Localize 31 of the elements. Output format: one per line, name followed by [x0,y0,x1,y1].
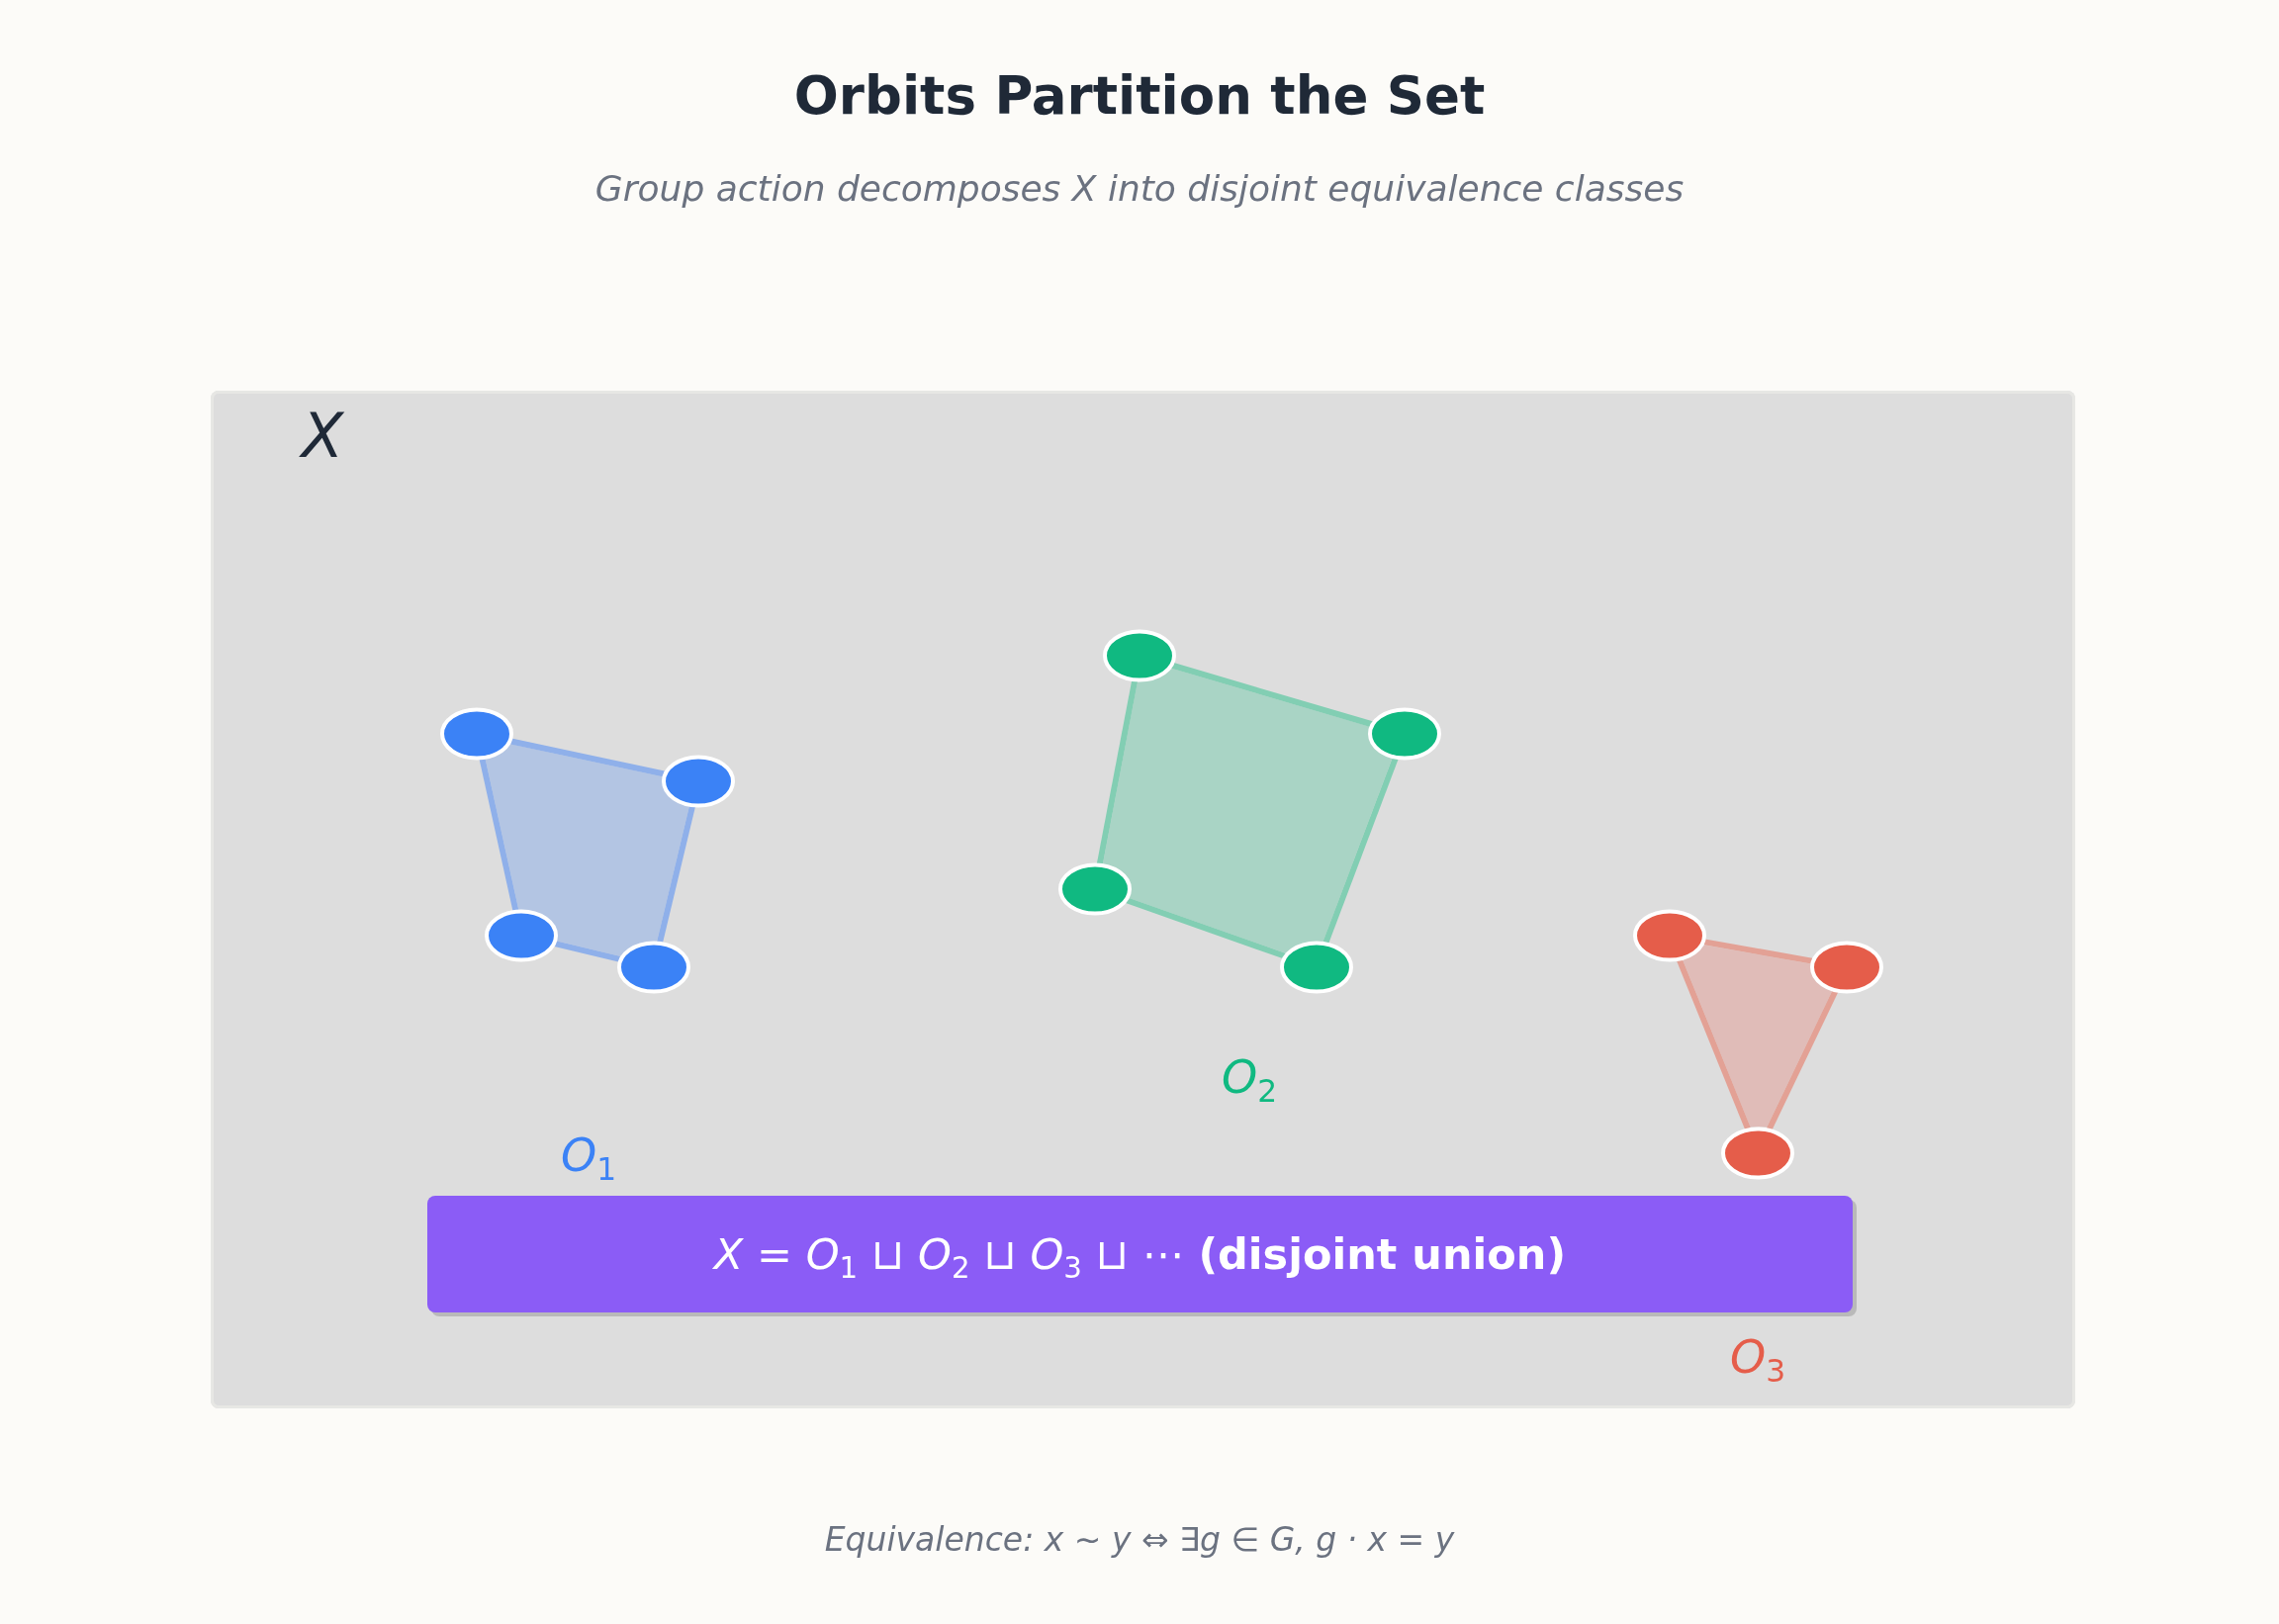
orbit-edge [553,941,622,962]
orbit-point [617,941,690,994]
orbit-edge [1096,678,1139,866]
orbit-point [440,707,513,761]
title: Orbits Partition the Set [793,65,1486,127]
orbit-point [1058,862,1132,916]
orbit-point [1280,941,1353,994]
caption: Equivalence: x ∼ y ⇔ ∃g ∈ G, g · x = y [824,1521,1455,1559]
orbit-edge [1170,662,1374,728]
orbit-label: O$_{3}$ [1729,1331,1786,1383]
orbit-label: O$_{1}$ [560,1129,617,1181]
orbit-point [662,755,735,808]
set-panel [211,391,2075,1408]
orbit-point [1633,909,1706,962]
orbit-region [485,744,689,956]
orbit-point [1103,629,1176,682]
orbit-region [1683,945,1833,1128]
orbit-edge [656,804,696,945]
subtitle: Group action decomposes X into disjoint equivalence classes [594,168,1685,210]
orbit-edge [1676,957,1752,1131]
orbit-region [1103,669,1393,953]
orbit-point [485,909,558,962]
orbit-edge [1702,939,1814,964]
set-label: X [301,406,344,467]
orbit-edge [479,757,519,913]
orbit-point [1810,941,1883,994]
orbit-label: O$_{2}$ [1221,1051,1278,1103]
orbit-point [1368,707,1441,761]
orbit-point [1721,1127,1794,1180]
formula-banner: X = O$_{1}$ ⊔ O$_{2}$ ⊔ O$_{3}$ ⊔ ⋯ (disjoint union) [427,1196,1853,1312]
orbit-edge [1125,897,1287,959]
